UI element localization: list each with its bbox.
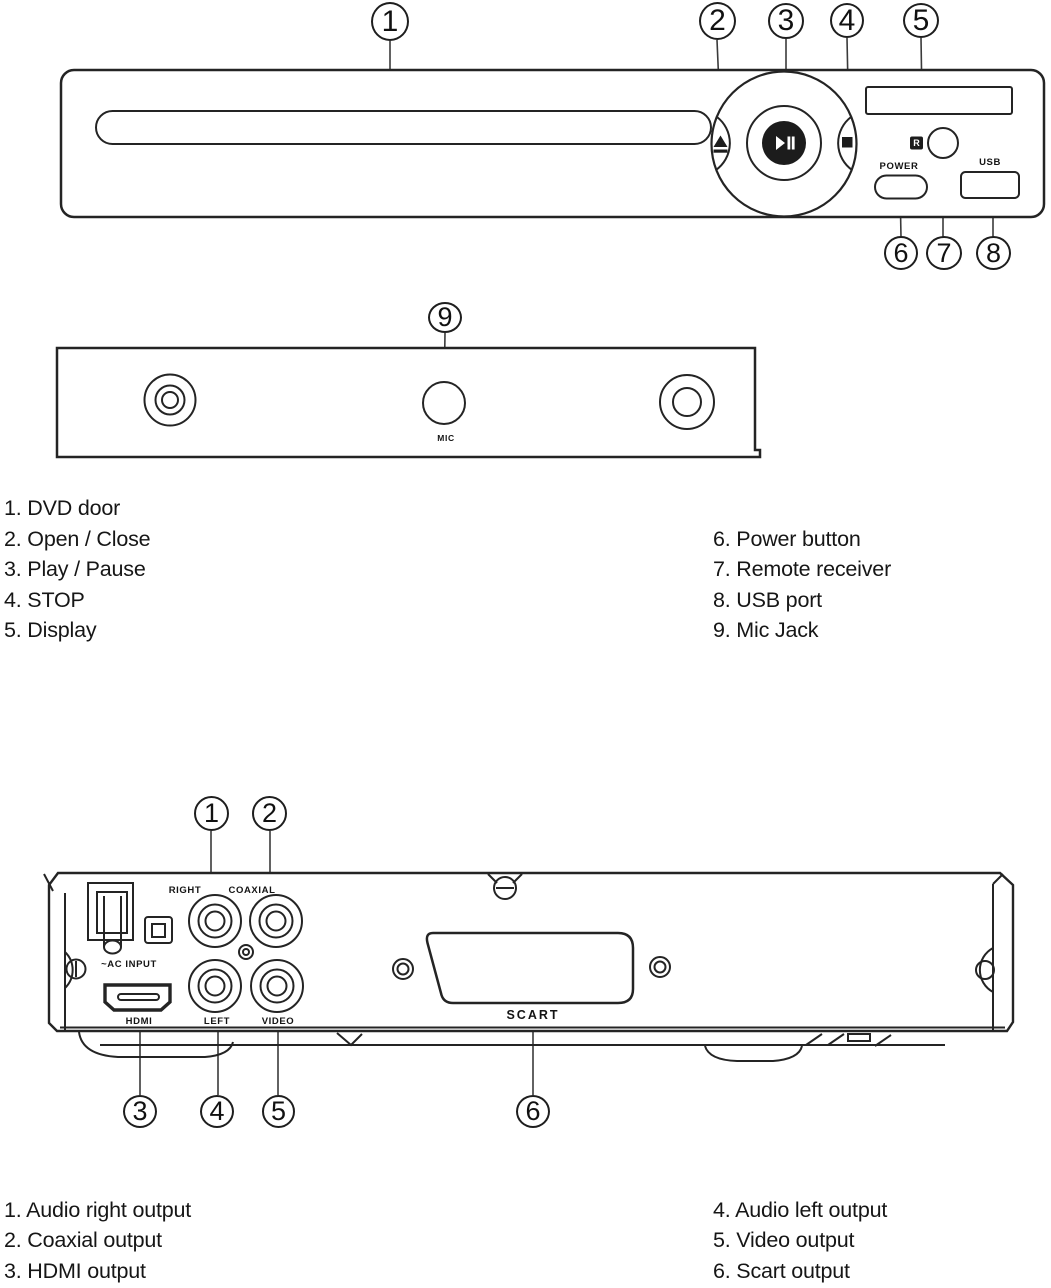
rear-corner-bevel-right xyxy=(992,873,1004,885)
display-window xyxy=(865,86,1013,115)
front-legend-right: 6. Power button 7. Remote receiver 8. US… xyxy=(713,524,891,646)
callout-front-8: 8 xyxy=(976,236,1011,270)
ac-input-socket xyxy=(87,882,134,955)
mic-panel-drawing xyxy=(55,332,762,459)
rca-jack-video xyxy=(250,959,304,1013)
power-button-shape xyxy=(874,174,928,200)
callout-rear-2: 2 xyxy=(252,796,287,831)
callout-mic-9: 9 xyxy=(428,302,462,333)
coaxial-label: COAXIAL xyxy=(228,885,276,896)
mic-jack-hole xyxy=(422,381,466,425)
stop-icon xyxy=(842,137,853,148)
callout-front-4: 4 xyxy=(830,3,864,38)
usb-label: USB xyxy=(979,157,1001,168)
rear-legend-right: 4. Audio left output 5. Video output 6. … xyxy=(713,1195,887,1287)
scart-port xyxy=(425,931,635,1005)
callout-rear-1: 1 xyxy=(194,796,229,831)
hdmi-label: HDMI xyxy=(125,1016,153,1027)
ir-logo-icon xyxy=(910,136,923,150)
rear-legend-item-1: 1. Audio right output xyxy=(4,1197,192,1222)
front-legend-item-5: 5. Display xyxy=(4,618,97,643)
rear-legend-left: 1. Audio right output 2. Coaxial output … xyxy=(4,1195,191,1287)
callout-front-6: 6 xyxy=(884,236,918,270)
screw-scart-left xyxy=(392,958,414,980)
rear-panel-drawing xyxy=(43,831,1015,1095)
front-legend-item-6: 6. Power button xyxy=(713,526,861,551)
small-square-port xyxy=(144,916,173,944)
callout-rear-3: 3 xyxy=(123,1095,157,1128)
rear-legend-item-6: 6. Scart output xyxy=(713,1258,850,1283)
front-legend-item-4: 4. STOP xyxy=(4,587,85,612)
rca-jack-coaxial xyxy=(249,894,303,948)
usb-port-shape xyxy=(960,171,1020,199)
rear-corner-bevel-left xyxy=(43,873,54,892)
callout-front-7: 7 xyxy=(926,236,962,270)
screw-scart-right xyxy=(649,956,671,978)
control-dial-outer-ring xyxy=(710,70,858,218)
video-label: VIDEO xyxy=(261,1016,295,1027)
stop-button-arc xyxy=(837,116,853,171)
front-legend-item-9: 9. Mic Jack xyxy=(713,618,819,643)
chassis-foot-right xyxy=(704,1045,803,1062)
rca-jack-audio-right xyxy=(188,894,242,948)
front-panel-drawing xyxy=(59,37,1046,238)
eject-button-arc xyxy=(715,116,731,171)
ac-power-cord xyxy=(103,896,122,947)
screw-left xyxy=(64,951,87,989)
mic-panel-outline xyxy=(55,346,762,459)
callout-front-2: 2 xyxy=(699,2,736,40)
ac-input-label: ~AC INPUT xyxy=(101,959,157,970)
screw-between-jacks xyxy=(238,944,254,960)
front-legend-left: 1. DVD door 2. Open / Close 3. Play / Pa… xyxy=(4,493,151,646)
rca-jack-audio-left xyxy=(188,959,242,1013)
remote-receiver-window xyxy=(927,127,959,159)
callout-rear-5: 5 xyxy=(262,1095,295,1128)
chassis-foot-left xyxy=(78,1031,234,1058)
screw-hole-right xyxy=(659,374,715,430)
eject-icon xyxy=(713,135,728,153)
hdmi-port xyxy=(103,983,172,1012)
control-dial-inner-ring xyxy=(746,105,822,181)
ir-glyph-letter: R xyxy=(913,138,920,148)
chassis-notch xyxy=(336,1032,363,1047)
screw-right-tab xyxy=(975,947,995,993)
right-label: RIGHT xyxy=(168,885,202,896)
front-legend-item-2: 2. Open / Close xyxy=(4,526,151,551)
scart-label: SCART xyxy=(506,1008,560,1022)
mic-label: MIC xyxy=(437,433,455,443)
dvd-door-slot xyxy=(95,110,712,145)
chassis-base-details xyxy=(78,1031,945,1062)
front-legend-item-8: 8. USB port xyxy=(713,587,822,612)
screw-hole-left xyxy=(143,373,197,427)
rear-legend-item-4: 4. Audio left output xyxy=(713,1197,888,1222)
power-label: POWER xyxy=(879,161,919,172)
rear-leader-lines xyxy=(139,831,534,1095)
play-pause-icon xyxy=(776,136,795,150)
rear-legend-item-2: 2. Coaxial output xyxy=(4,1228,162,1253)
front-legend-item-1: 1. DVD door xyxy=(4,496,121,520)
callout-rear-6: 6 xyxy=(516,1095,550,1128)
callout-front-3: 3 xyxy=(768,3,804,39)
rear-legend-item-5: 5. Video output xyxy=(713,1228,855,1253)
callout-rear-4: 4 xyxy=(200,1095,234,1128)
rear-legend-item-3: 3. HDMI output xyxy=(4,1258,146,1283)
left-label: LEFT xyxy=(203,1016,231,1027)
screw-top-center xyxy=(487,873,523,900)
front-legend-item-3: 3. Play / Pause xyxy=(4,557,146,582)
callout-front-5: 5 xyxy=(903,3,939,38)
callout-front-1: 1 xyxy=(371,2,409,41)
front-legend-item-7: 7. Remote receiver xyxy=(713,557,892,582)
